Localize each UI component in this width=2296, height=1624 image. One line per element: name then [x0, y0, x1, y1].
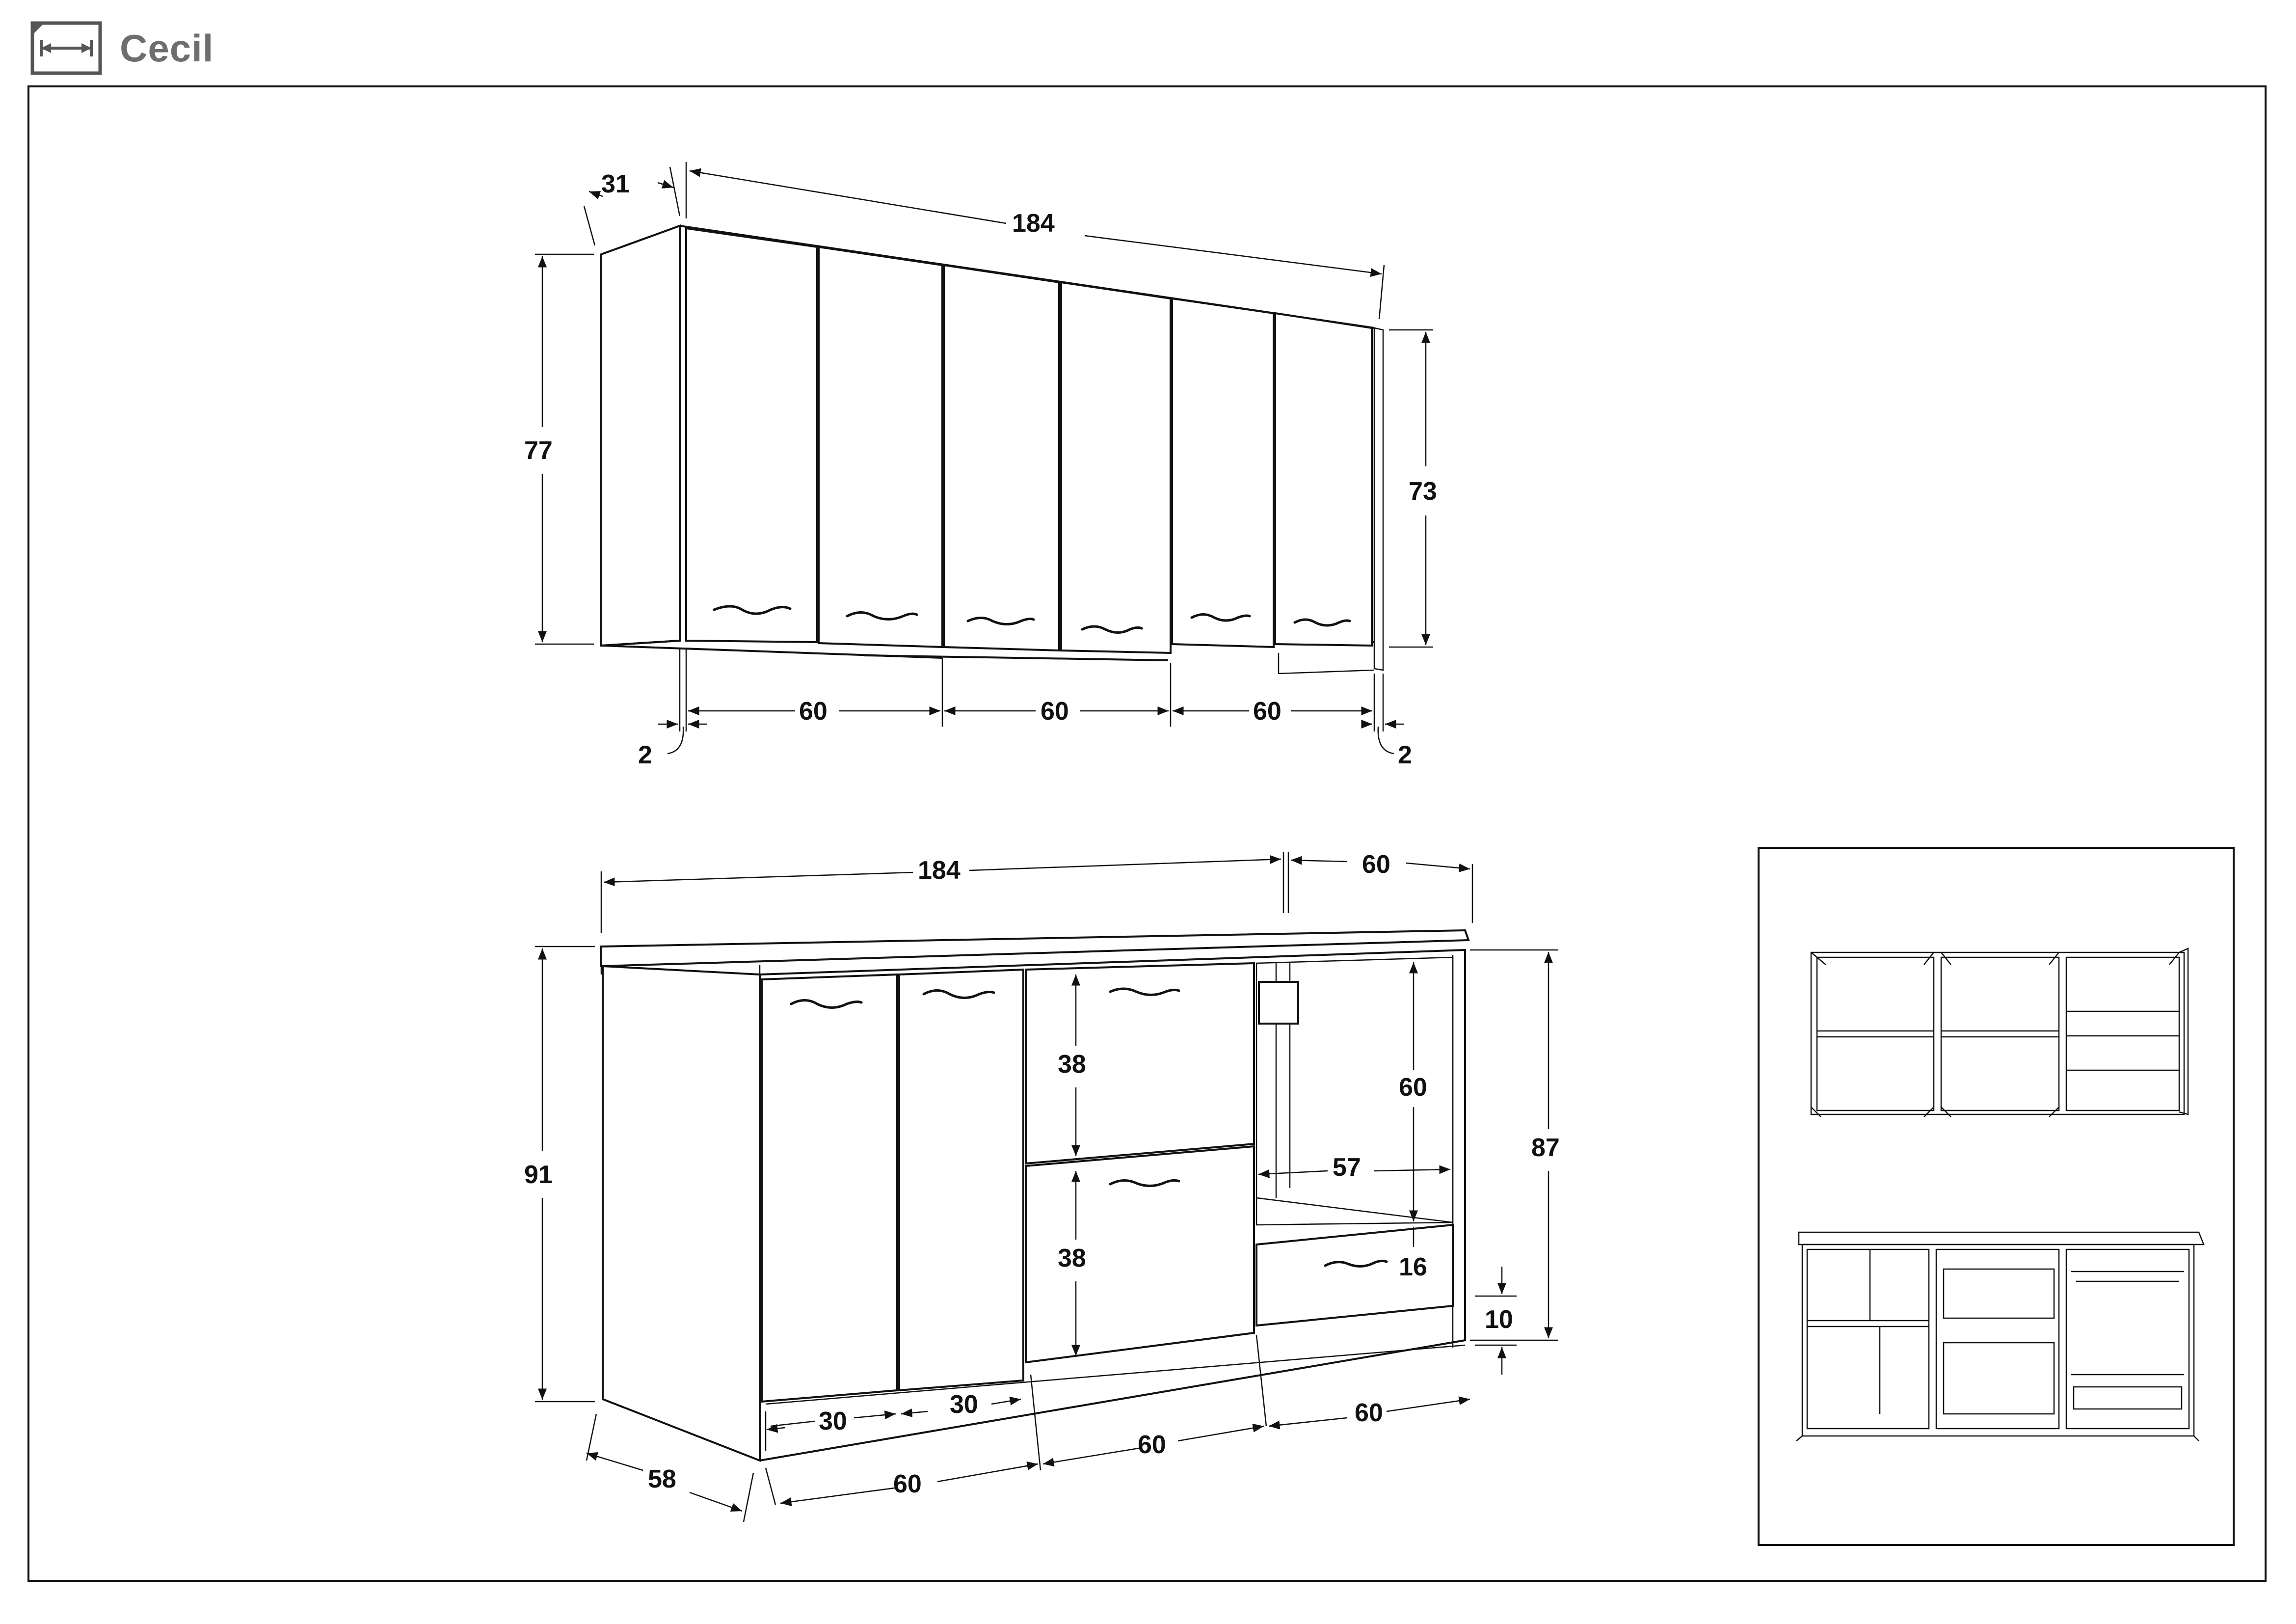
bottom-drawer-height-label: 16	[1399, 1253, 1427, 1281]
wall-height-doors-label: 73	[1409, 477, 1437, 506]
wall-gap-left-label: 2	[638, 741, 652, 769]
open-view-previews-panel	[1758, 847, 2235, 1546]
drawer-upper-height-label: 38	[1058, 1050, 1086, 1079]
drawer-lower-height-label: 38	[1058, 1244, 1086, 1272]
base-height-body-label: 87	[1531, 1134, 1560, 1162]
header: Cecil	[29, 19, 214, 78]
door-1-width-label: 30	[819, 1407, 847, 1435]
product-title: Cecil	[120, 26, 214, 70]
wall-section-1-label: 60	[799, 697, 828, 726]
base-section-2-label: 60	[1138, 1431, 1166, 1459]
wall-width-label: 184	[1012, 209, 1055, 238]
base-height-total-label: 91	[524, 1161, 553, 1189]
wall-unit-drawing	[600, 224, 1384, 675]
wall-depth-label: 31	[601, 170, 630, 198]
niche-width-label: 57	[1333, 1153, 1361, 1182]
base-depth-label: 58	[648, 1465, 676, 1493]
niche-height-label: 60	[1399, 1073, 1427, 1102]
base-side-depth-label: 60	[1362, 850, 1390, 879]
base-unit-dimensions: 184 60 91 87 38 38 60 57 16 10	[524, 850, 1560, 1522]
wall-gap-right-label: 2	[1398, 741, 1412, 769]
dimensions-icon	[30, 21, 102, 75]
base-unit-drawing	[600, 929, 1470, 1462]
door-2-width-label: 30	[950, 1390, 978, 1419]
base-section-3-label: 60	[1355, 1399, 1383, 1427]
base-section-1-label: 60	[893, 1470, 922, 1498]
base-width-label: 184	[918, 856, 961, 885]
open-wall-unit-preview	[1810, 947, 2189, 1117]
wall-section-2-label: 60	[1041, 697, 1069, 726]
wall-section-3-label: 60	[1253, 697, 1281, 726]
open-base-unit-preview	[1796, 1231, 2205, 1441]
wall-unit-dimensions: 31 184 77 73 60 60 60 2	[524, 162, 1437, 769]
plinth-height-label: 10	[1485, 1305, 1513, 1334]
wall-height-total-label: 77	[524, 436, 553, 465]
drawing-frame	[27, 85, 2267, 1582]
